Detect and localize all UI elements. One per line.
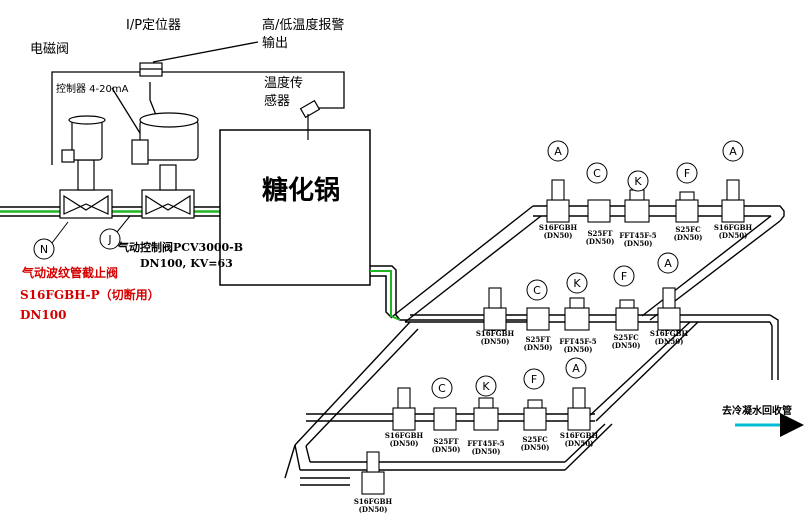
controller-label: 控制器 4-20mA <box>56 84 129 95</box>
tag-a: A <box>729 145 737 158</box>
valve-label: S25FT(DN50) <box>585 229 615 246</box>
tank-body <box>219 129 371 286</box>
temp-sensor-icon <box>299 99 321 140</box>
tag-a: A <box>554 145 562 158</box>
tag-f: F <box>683 167 691 180</box>
manifold-valves <box>361 179 745 495</box>
tag-k: K <box>573 277 581 290</box>
valve-label: S25FC(DN50) <box>673 225 703 242</box>
valve-label: S16FGBH(DN50) <box>559 431 599 448</box>
signal-loop <box>51 41 345 165</box>
valve-label: FFT45F-5(DN50) <box>559 337 597 354</box>
control-valve-model: 气动控制阀PCV3000-B <box>118 241 244 254</box>
tag-c: C <box>438 382 446 395</box>
tag-f: F <box>620 270 628 283</box>
tag-c: C <box>593 167 601 180</box>
solenoid-valve-label: 电磁阀 <box>30 42 70 57</box>
tag-circles <box>33 140 744 399</box>
valve-label: S25FC(DN50) <box>520 435 550 452</box>
valve-label: S25FT(DN50) <box>431 437 461 454</box>
ip-positioner-box <box>139 62 163 77</box>
temp-sensor-label-line2: 感器 <box>264 94 291 109</box>
tag-k: K <box>482 380 490 393</box>
shutoff-valve-model: S16FGBH-P（切断用） <box>20 288 160 302</box>
tag-c: C <box>533 284 541 297</box>
valve-label: S16FGBH(DN50) <box>475 329 515 346</box>
valve-label: S16FGBH(DN50) <box>538 223 578 240</box>
temp-sensor-label-line1: 温度传 <box>264 76 304 91</box>
valve-label: S25FT(DN50) <box>523 335 553 352</box>
return-label: 去冷凝水回收管 <box>722 406 792 417</box>
valve-label: S16FGBH(DN50) <box>713 223 753 240</box>
valve-label: FFT45F-5(DN50) <box>467 439 505 456</box>
alarm-label-line2: 输出 <box>262 36 289 51</box>
control-valve-spec: DN100, KV=63 <box>140 257 233 270</box>
tag-k: K <box>634 175 642 188</box>
shutoff-valve-size: DN100 <box>20 308 67 322</box>
valve-label: S25FC(DN50) <box>611 333 641 350</box>
condensate-outlet <box>370 265 540 321</box>
valve-label: S16FGBH(DN50) <box>384 431 424 448</box>
manifold-piping <box>284 205 785 486</box>
tag-j: J <box>108 233 112 246</box>
valve-label: S16FGBH(DN50) <box>353 497 393 514</box>
shutoff-valve-icon <box>59 115 113 219</box>
valve-label: FFT45F-5(DN50) <box>619 231 657 248</box>
valve-label: S16FGBH(DN50) <box>649 329 689 346</box>
tag-a: A <box>664 257 672 270</box>
tank-label: 糖化锅 <box>262 176 341 206</box>
tag-n: N <box>39 243 49 256</box>
ip-positioner-label: I/P定位器 <box>126 18 182 33</box>
shutoff-valve-name: 气动波纹管截止阀 <box>22 266 119 280</box>
tag-a: A <box>572 362 580 375</box>
control-valve-icon <box>131 112 199 219</box>
alarm-label-line1: 高/低温度报警 <box>262 18 345 33</box>
tag-f: F <box>530 373 538 386</box>
